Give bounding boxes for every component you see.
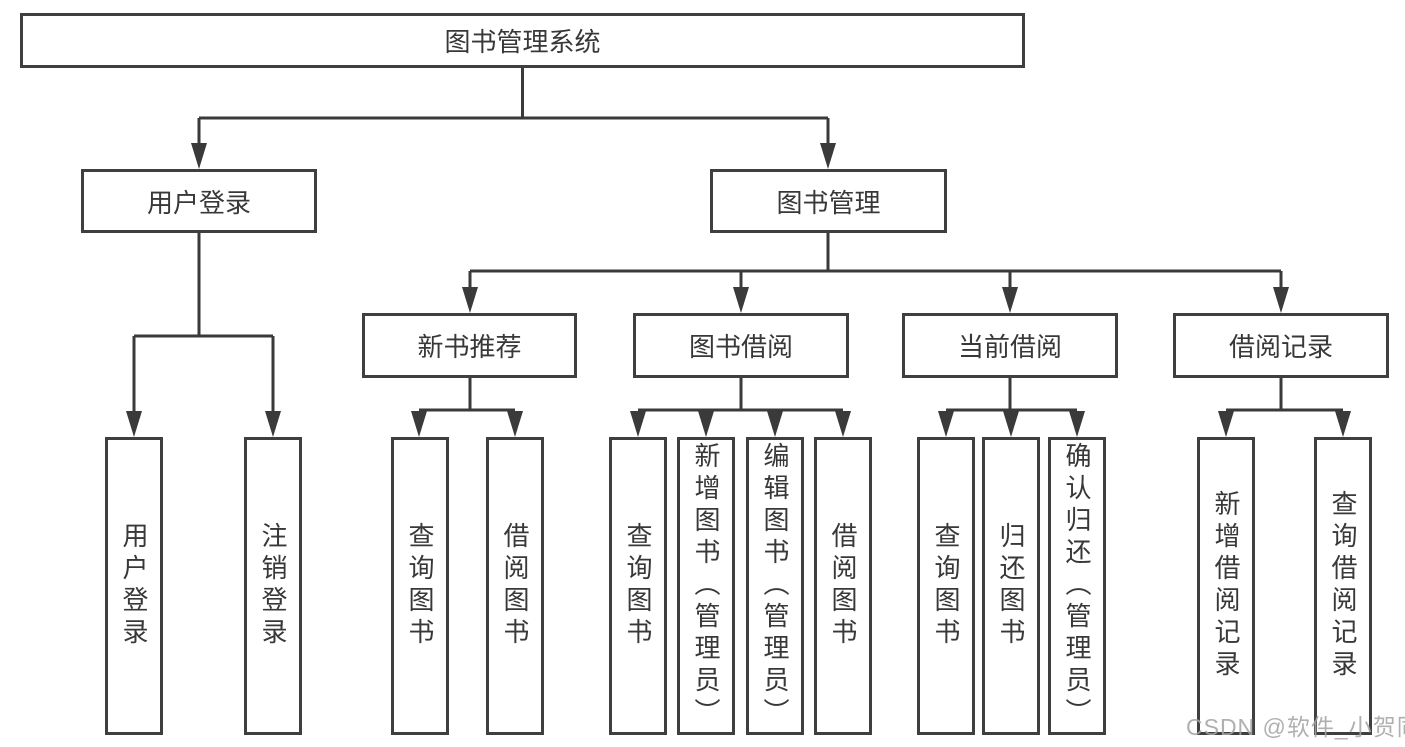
node-leaf-edit-books-admin: 编辑图书（管理员）	[746, 437, 804, 735]
arrowhead	[1003, 411, 1019, 437]
arrowhead	[1218, 411, 1234, 437]
connector-book-borrow-children	[630, 378, 851, 437]
node-label: 新增图书（管理员）	[691, 442, 721, 730]
arrowhead	[1273, 287, 1289, 313]
node-leaf-confirm-return-admin: 确认归还（管理员）	[1048, 437, 1106, 735]
node-leaf-add-books-admin: 新增图书（管理员）	[677, 437, 735, 735]
node-leaf-query-borrow-record: 查询借阅记录	[1314, 437, 1372, 735]
arrowhead	[411, 411, 427, 437]
node-label: 查询借阅记录	[1328, 490, 1358, 682]
node-label: 新增借阅记录	[1211, 490, 1241, 682]
node-leaf-query-books-recommend: 查询图书	[391, 437, 449, 735]
arrowhead	[126, 411, 142, 437]
node-book-borrow: 图书借阅	[633, 313, 849, 378]
node-user-login: 用户登录	[81, 169, 317, 233]
arrowhead	[938, 411, 954, 437]
arrowhead	[698, 411, 714, 437]
node-label: 查询图书	[405, 522, 435, 650]
arrowhead	[265, 411, 281, 437]
node-leaf-borrow-books-recommend: 借阅图书	[486, 437, 544, 735]
node-label: 归还图书	[996, 522, 1026, 650]
node-label: 查询图书	[623, 522, 653, 650]
node-label: 图书管理	[776, 187, 881, 218]
arrowhead	[1335, 411, 1351, 437]
csdn-watermark: CSDN @软件_小贺同学	[1186, 714, 1405, 740]
arrowhead	[820, 143, 836, 169]
node-label: 借阅图书	[500, 522, 530, 650]
node-label: 图书管理系统	[444, 27, 601, 57]
connector-current-borrow-children	[938, 378, 1085, 437]
arrowhead	[507, 411, 523, 437]
arrowhead	[630, 411, 646, 437]
arrowhead	[733, 287, 749, 313]
arrowhead	[1069, 411, 1085, 437]
node-label: 当前借阅	[957, 332, 1062, 362]
arrowhead	[767, 411, 783, 437]
node-label: 查询图书	[931, 522, 961, 650]
node-label: 确认归还（管理员）	[1062, 442, 1092, 730]
node-borrow-records: 借阅记录	[1173, 313, 1389, 378]
connector-user-login-children	[126, 233, 281, 437]
node-new-book-recommend: 新书推荐	[362, 313, 577, 378]
node-leaf-borrow-books: 借阅图书	[814, 437, 872, 735]
node-leaf-return-books: 归还图书	[982, 437, 1040, 735]
node-label: 用户登录	[146, 187, 251, 218]
arrowhead	[191, 143, 207, 169]
node-label: 用户登录	[119, 522, 149, 650]
node-label: 新书推荐	[417, 332, 522, 362]
node-label: 借阅记录	[1228, 332, 1333, 362]
node-label: 图书借阅	[688, 332, 793, 362]
arrowhead	[1002, 287, 1018, 313]
connector-borrow-records-children	[1218, 378, 1351, 437]
connector-root-to-level2	[191, 68, 836, 169]
connector-new-books-children	[411, 378, 523, 437]
node-leaf-logout: 注销登录	[244, 437, 302, 735]
node-leaf-query-books-borrow: 查询图书	[609, 437, 667, 735]
node-library-system: 图书管理系统	[20, 13, 1025, 68]
connector-book-mgmt-children	[462, 233, 1289, 313]
node-label: 借阅图书	[828, 522, 858, 650]
node-book-management: 图书管理	[710, 169, 947, 233]
node-leaf-add-borrow-record: 新增借阅记录	[1197, 437, 1255, 735]
node-label: 注销登录	[258, 522, 288, 650]
node-leaf-user-login: 用户登录	[105, 437, 163, 735]
node-leaf-query-books-current: 查询图书	[917, 437, 975, 735]
arrowhead	[462, 287, 478, 313]
node-label: 编辑图书（管理员）	[760, 442, 790, 730]
node-current-borrow: 当前借阅	[902, 313, 1118, 378]
arrowhead	[835, 411, 851, 437]
